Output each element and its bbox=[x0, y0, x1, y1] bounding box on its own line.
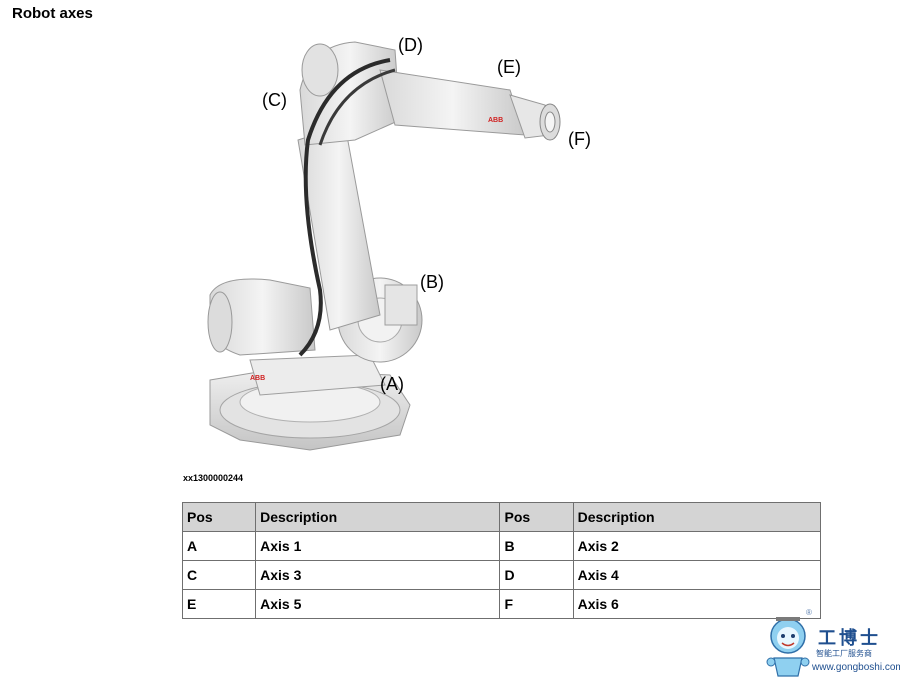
cell-pos: F bbox=[499, 589, 574, 619]
cell-description: Axis 6 bbox=[572, 589, 822, 619]
section-heading: Robot axes bbox=[12, 5, 93, 22]
callout-d: (D) bbox=[398, 35, 423, 55]
header-pos-2: Pos bbox=[499, 502, 574, 532]
robot-forearm bbox=[379, 69, 526, 136]
watermark-subtitle: 智能工厂服务商 bbox=[816, 649, 872, 658]
watermark-logo: ® 工博士 智能工厂服务商 www.gongboshi.com bbox=[760, 608, 900, 688]
header-description-2: Description bbox=[572, 502, 822, 532]
axes-table: Pos Description Pos Description A Axis 1… bbox=[181, 502, 822, 619]
table-row: C Axis 3 D Axis 4 bbox=[181, 560, 822, 590]
mascot-icon bbox=[766, 617, 810, 677]
header-pos-1: Pos bbox=[181, 502, 257, 532]
robot-figure: ABB ABB bbox=[180, 30, 620, 470]
cell-pos: D bbox=[499, 560, 574, 590]
cell-description: Axis 5 bbox=[255, 589, 501, 619]
robot-base-turret bbox=[249, 354, 386, 396]
robot-illustration: ABB ABB bbox=[207, 41, 561, 451]
callout-e: (E) bbox=[497, 57, 521, 77]
cell-pos: B bbox=[499, 531, 574, 561]
cell-pos: E bbox=[181, 589, 257, 619]
table-row: A Axis 1 B Axis 2 bbox=[181, 531, 822, 561]
callout-b: (B) bbox=[420, 272, 444, 292]
registered-mark: ® bbox=[806, 608, 812, 617]
callout-f: (F) bbox=[568, 129, 591, 149]
callout-c: (C) bbox=[262, 90, 287, 110]
watermark-url: www.gongboshi.com bbox=[812, 662, 900, 673]
axis-b-housing bbox=[384, 284, 418, 326]
brand-mark-base: ABB bbox=[250, 375, 265, 382]
cell-description: Axis 1 bbox=[255, 531, 501, 561]
watermark-title: 工博士 bbox=[818, 628, 881, 649]
table-header-row: Pos Description Pos Description bbox=[181, 502, 822, 532]
cell-pos: A bbox=[181, 531, 257, 561]
cell-description: Axis 3 bbox=[255, 560, 501, 590]
cell-description: Axis 4 bbox=[572, 560, 822, 590]
robot-cable-harness bbox=[298, 58, 391, 357]
figure-id: xx1300000244 bbox=[183, 473, 244, 483]
header-description-1: Description bbox=[255, 502, 501, 532]
table-row: E Axis 5 F Axis 6 bbox=[181, 589, 822, 619]
cell-description: Axis 2 bbox=[572, 531, 822, 561]
brand-mark-forearm: ABB bbox=[488, 117, 503, 124]
callout-a: (A) bbox=[380, 374, 404, 394]
cell-pos: C bbox=[181, 560, 257, 590]
